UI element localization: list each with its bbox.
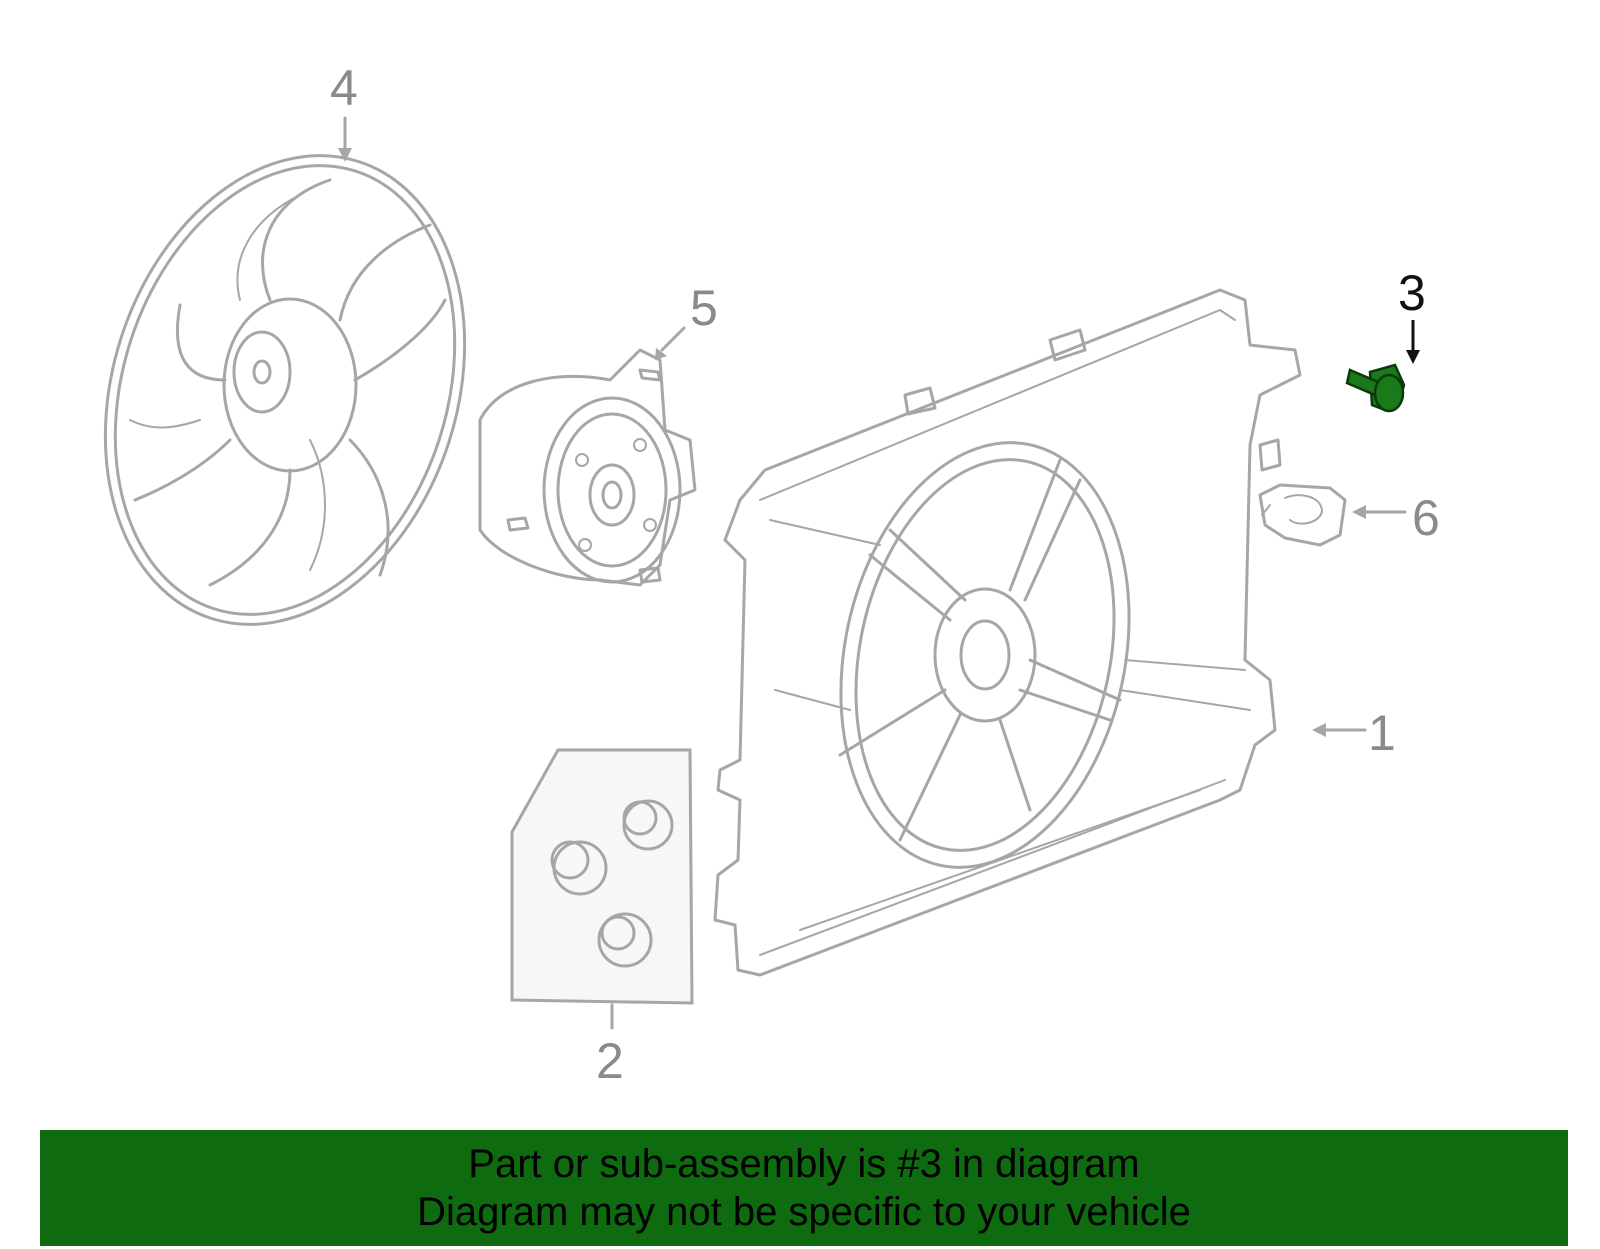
- fan-shroud-part-1[interactable]: [713, 288, 1302, 977]
- callout-4: 4: [330, 60, 358, 116]
- info-banner: Part or sub-assembly is #3 in diagram Di…: [40, 1130, 1568, 1246]
- callout-1: 1: [1368, 705, 1396, 761]
- leader-arrows: [338, 116, 1420, 1030]
- mounting-kit-part-2[interactable]: [510, 748, 694, 1005]
- callout-2: 2: [596, 1033, 624, 1089]
- callout-6: 6: [1412, 490, 1440, 546]
- clip-part-6[interactable]: [1258, 483, 1347, 547]
- fan-motor-part-5[interactable]: [478, 348, 697, 587]
- banner-line-2: Diagram may not be specific to your vehi…: [417, 1190, 1191, 1234]
- callout-5: 5: [690, 280, 718, 336]
- banner-line-1: Part or sub-assembly is #3 in diagram: [468, 1142, 1140, 1186]
- fan-blade-part-4[interactable]: [47, 109, 522, 672]
- callout-3: 3: [1398, 265, 1426, 321]
- bolt-part-3[interactable]: [1345, 363, 1406, 413]
